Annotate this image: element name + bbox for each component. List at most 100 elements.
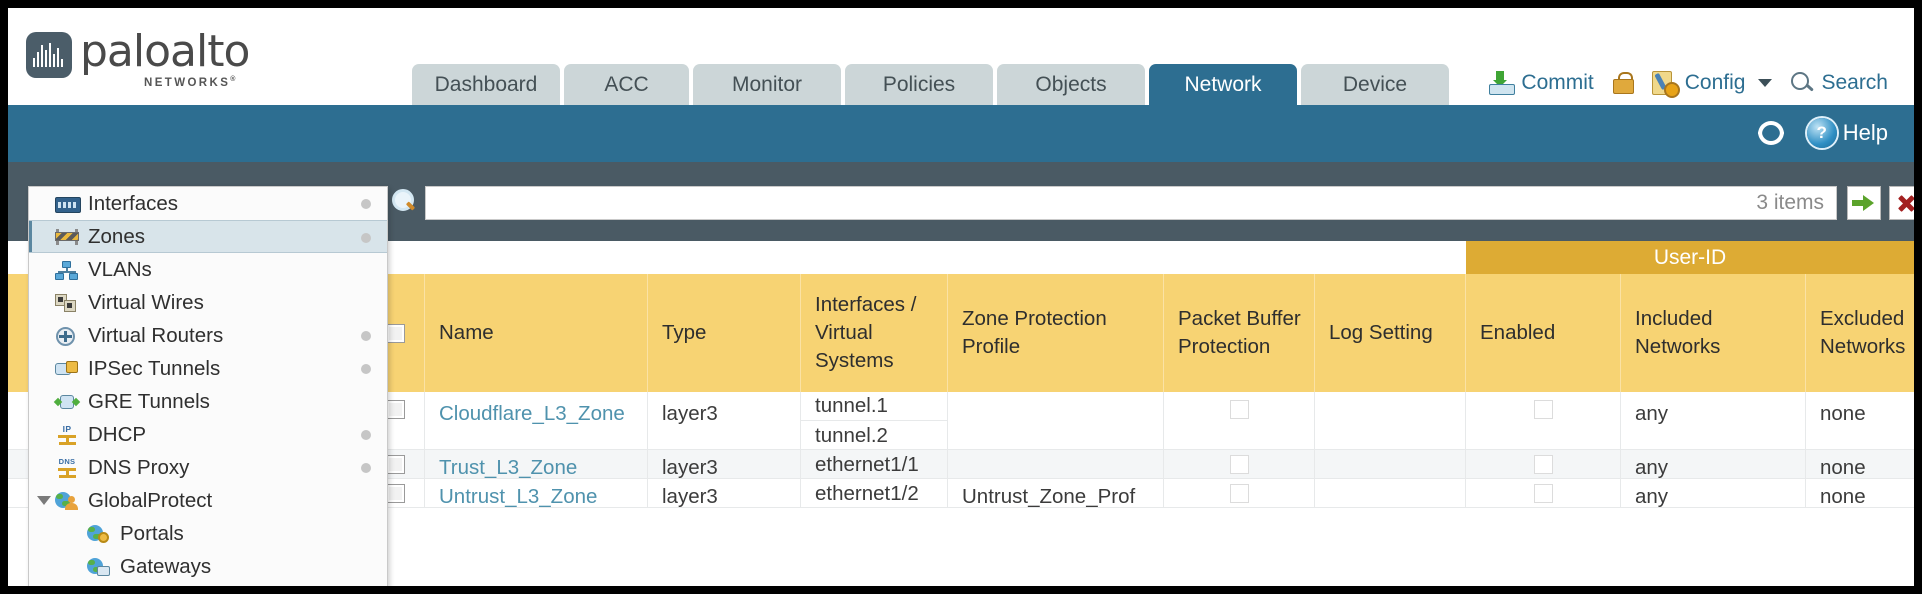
column-header-zone-protection[interactable]: Zone Protection Profile	[948, 274, 1164, 392]
clear-filter-button[interactable]	[1889, 186, 1914, 220]
column-header-enabled[interactable]: Enabled	[1466, 274, 1621, 392]
zone-name-link[interactable]: Untrust_L3_Zone	[439, 485, 598, 508]
zone-name-link[interactable]: Trust_L3_Zone	[439, 456, 578, 479]
status-dot	[361, 199, 371, 209]
cell-log-setting	[1315, 392, 1466, 450]
cell-packet-buffer[interactable]	[1164, 392, 1315, 450]
userid-enabled-checkbox[interactable]	[1533, 484, 1553, 503]
sidebar-item-gateways[interactable]: Gateways	[29, 550, 387, 583]
commit-button[interactable]: Commit	[1488, 71, 1594, 95]
interface-entry: ethernet1/2	[801, 479, 947, 508]
cell-log-setting	[1315, 450, 1466, 479]
zone-type-value: layer3	[662, 456, 718, 479]
tab-monitor[interactable]: Monitor	[693, 64, 841, 106]
config-label: Config	[1684, 71, 1746, 94]
column-header-log-setting[interactable]: Log Setting	[1315, 274, 1466, 392]
zone-name-link[interactable]: Cloudflare_L3_Zone	[439, 402, 625, 425]
tab-network[interactable]: Network	[1149, 64, 1297, 106]
sidebar-item-virtual-wires[interactable]: Virtual Wires	[29, 286, 387, 319]
row-checkbox[interactable]	[386, 455, 405, 474]
tab-policies[interactable]: Policies	[845, 64, 993, 106]
cell-name[interactable]: Untrust_L3_Zone	[425, 479, 648, 508]
column-header-excluded-line2: Networks	[1820, 335, 1906, 358]
lock-button[interactable]	[1612, 71, 1634, 95]
header-select-all[interactable]	[8, 274, 425, 392]
sidebar-item-vlans[interactable]: VLANs	[29, 253, 387, 286]
cell-zone-protection: Untrust_Zone_Prof	[948, 479, 1164, 508]
tab-acc[interactable]: ACC	[564, 64, 689, 106]
cell-packet-buffer[interactable]	[1164, 479, 1315, 508]
network-sidebar: Interfaces Zones	[28, 186, 388, 586]
cell-userid-enabled[interactable]	[1466, 479, 1621, 508]
cell-type: layer3	[648, 392, 801, 450]
column-header-interfaces-line2: Virtual	[815, 320, 873, 344]
column-header-included-networks[interactable]: Included Networks	[1621, 274, 1806, 392]
column-header-excluded-networks[interactable]: Excluded Networks	[1806, 274, 1914, 392]
app-header: paloalto NETWORKS® Dashboard ACC Monitor…	[8, 8, 1914, 106]
sidebar-item-dns-proxy[interactable]: DNS DNS Proxy	[29, 451, 387, 484]
sidebar-item-portals[interactable]: Portals	[29, 517, 387, 550]
tab-objects[interactable]: Objects	[997, 64, 1145, 106]
packet-buffer-checkbox[interactable]	[1229, 455, 1249, 474]
cell-log-setting	[1315, 479, 1466, 508]
sidebar-item-dhcp[interactable]: IP DHCP	[29, 418, 387, 451]
sidebar-item-gre-tunnels[interactable]: GRE Tunnels	[29, 385, 387, 418]
search-button[interactable]: Search	[1790, 71, 1888, 95]
expander-triangle-icon[interactable]	[37, 496, 51, 505]
cell-userid-enabled[interactable]	[1466, 392, 1621, 450]
interface-entry: tunnel.1	[801, 392, 947, 421]
select-all-checkbox[interactable]	[386, 323, 405, 343]
search-label: Search	[1821, 71, 1888, 94]
sidebar-item-virtual-routers[interactable]: Virtual Routers	[29, 319, 387, 352]
packet-buffer-checkbox[interactable]	[1229, 400, 1249, 419]
interface-entry: ethernet1/1	[801, 450, 947, 479]
cell-name[interactable]: Cloudflare_L3_Zone	[425, 392, 648, 450]
userid-enabled-checkbox[interactable]	[1533, 400, 1553, 419]
cell-type: layer3	[648, 479, 801, 508]
sidebar-item-label: GlobalProtect	[88, 488, 213, 512]
search-input[interactable]: 3 items	[425, 186, 1837, 220]
sidebar-item-zones[interactable]: Zones	[29, 220, 387, 253]
dns-proxy-icon: DNS	[55, 457, 79, 478]
cell-included-networks: any	[1621, 392, 1806, 450]
tab-device[interactable]: Device	[1301, 64, 1449, 106]
cell-interfaces: ethernet1/1	[801, 450, 948, 479]
column-header-zone-protection-line1: Zone Protection	[962, 306, 1107, 330]
help-icon: ?	[1806, 118, 1837, 148]
sidebar-item-label: DNS Proxy	[88, 455, 190, 479]
apply-filter-button[interactable]	[1847, 186, 1881, 220]
row-checkbox[interactable]	[386, 400, 405, 419]
cell-excluded-networks: none	[1806, 479, 1914, 508]
gre-tunnels-icon	[53, 392, 81, 412]
sidebar-item-ipsec-tunnels[interactable]: IPSec Tunnels	[29, 352, 387, 385]
column-header-interfaces[interactable]: Interfaces / Virtual Systems	[801, 274, 948, 392]
tab-dashboard[interactable]: Dashboard	[412, 64, 560, 106]
userid-enabled-checkbox[interactable]	[1533, 455, 1553, 474]
excluded-networks-value: none	[1820, 402, 1866, 425]
column-header-packet-buffer[interactable]: Packet Buffer Protection	[1164, 274, 1315, 392]
packet-buffer-checkbox[interactable]	[1229, 484, 1249, 503]
header-actions: Commit Config Search	[1470, 65, 1888, 101]
app-frame: paloalto NETWORKS® Dashboard ACC Monitor…	[8, 8, 1914, 586]
filter-search-icon[interactable]	[392, 189, 418, 215]
column-header-name[interactable]: Name	[425, 274, 648, 392]
interfaces-icon	[55, 194, 81, 214]
item-count-label: 3 items	[1756, 191, 1824, 214]
red-x-icon	[1895, 192, 1914, 214]
row-checkbox[interactable]	[386, 484, 405, 503]
cell-packet-buffer[interactable]	[1164, 450, 1315, 479]
column-header-type[interactable]: Type	[648, 274, 801, 392]
sidebar-item-globalprotect[interactable]: GlobalProtect	[29, 484, 387, 517]
cell-type: layer3	[648, 450, 801, 479]
refresh-icon[interactable]	[1757, 120, 1787, 146]
help-button[interactable]: ? Help	[1806, 118, 1888, 148]
cell-interfaces: tunnel.1 tunnel.2	[801, 392, 948, 450]
config-menu[interactable]: Config	[1651, 71, 1773, 98]
cell-zone-protection	[948, 450, 1164, 479]
sidebar-item-interfaces[interactable]: Interfaces	[29, 187, 387, 220]
column-header-enabled-label: Enabled	[1480, 320, 1556, 344]
cell-name[interactable]: Trust_L3_Zone	[425, 450, 648, 479]
zone-type-value: layer3	[662, 402, 718, 425]
cell-userid-enabled[interactable]	[1466, 450, 1621, 479]
sidebar-item-label: Interfaces	[88, 191, 179, 215]
